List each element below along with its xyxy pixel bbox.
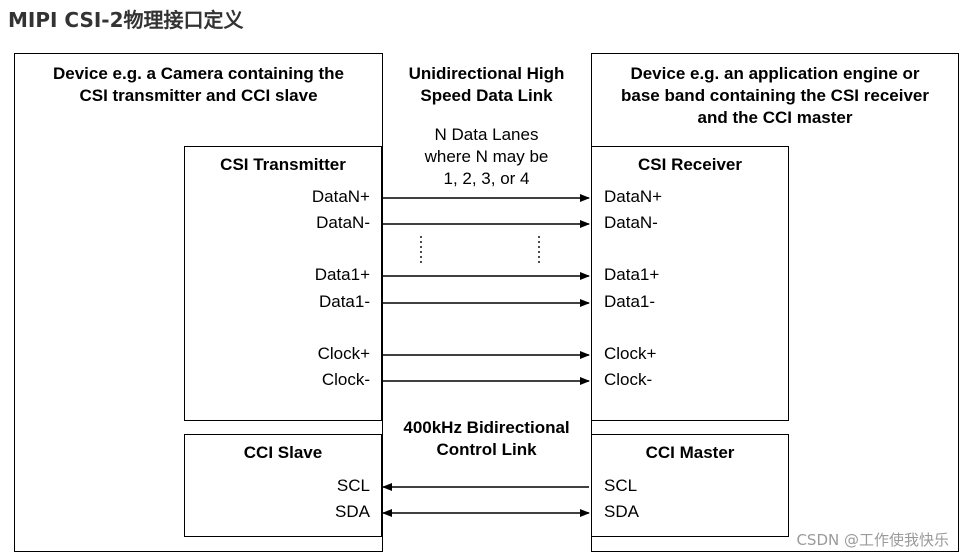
right-device-title-line3: and the CCI master xyxy=(697,108,853,127)
cci-master-box xyxy=(591,434,789,537)
csi-receiver-title: CSI Receiver xyxy=(638,155,742,174)
rx-signal-label: DataN- xyxy=(604,213,658,232)
rx-signal-label: Clock+ xyxy=(604,344,657,363)
rx-signal-label: Data1+ xyxy=(604,265,660,284)
slave-signal-label: SDA xyxy=(335,502,370,521)
rx-signal-label: Data1- xyxy=(604,292,656,311)
tx-signal-label: Clock- xyxy=(321,370,370,389)
csi-transmitter-box xyxy=(184,146,382,421)
master-signal-label: SCL xyxy=(604,476,638,495)
left-device-title-line2: CSI transmitter and CCI slave xyxy=(79,86,318,105)
left-device-title-line1: Device e.g. a Camera containing the xyxy=(53,64,344,83)
csi-transmitter-title: CSI Transmitter xyxy=(220,155,346,174)
data-link-title-line2: Speed Data Link xyxy=(420,86,553,105)
data-lanes-line3: 1, 2, 3, or 4 xyxy=(443,169,530,188)
tx-signal-label: Data1+ xyxy=(314,265,370,284)
right-device-title-line1: Device e.g. an application engine or xyxy=(630,64,920,83)
data-lanes-line1: N Data Lanes xyxy=(434,125,539,144)
data-link-title-line1: Unidirectional High xyxy=(408,64,565,83)
cci-slave-box xyxy=(184,434,382,537)
cci-master-title: CCI Master xyxy=(645,443,735,462)
cci-slave-title: CCI Slave xyxy=(243,443,323,462)
right-device-title-line2: base band containing the CSI receiver xyxy=(621,86,929,105)
tx-signal-label: Data1- xyxy=(318,292,370,311)
control-link-title-line2: Control Link xyxy=(436,440,537,459)
watermark: CSDN @工作使我快乐 xyxy=(796,531,949,549)
tx-signal-label: DataN- xyxy=(316,213,370,232)
control-link-title-line1: 400kHz Bidirectional xyxy=(403,418,570,437)
tx-signal-label: DataN+ xyxy=(311,187,370,206)
rx-signal-label: DataN+ xyxy=(604,187,663,206)
data-lanes-line2: where N may be xyxy=(424,147,549,166)
rx-signal-label: Clock- xyxy=(604,370,653,389)
tx-signal-label: Clock+ xyxy=(317,344,370,363)
csi-receiver-box xyxy=(591,146,789,421)
master-signal-label: SDA xyxy=(604,502,639,521)
slave-signal-label: SCL xyxy=(336,476,370,495)
page-title: MIPI CSI-2物理接口定义 xyxy=(8,8,244,32)
